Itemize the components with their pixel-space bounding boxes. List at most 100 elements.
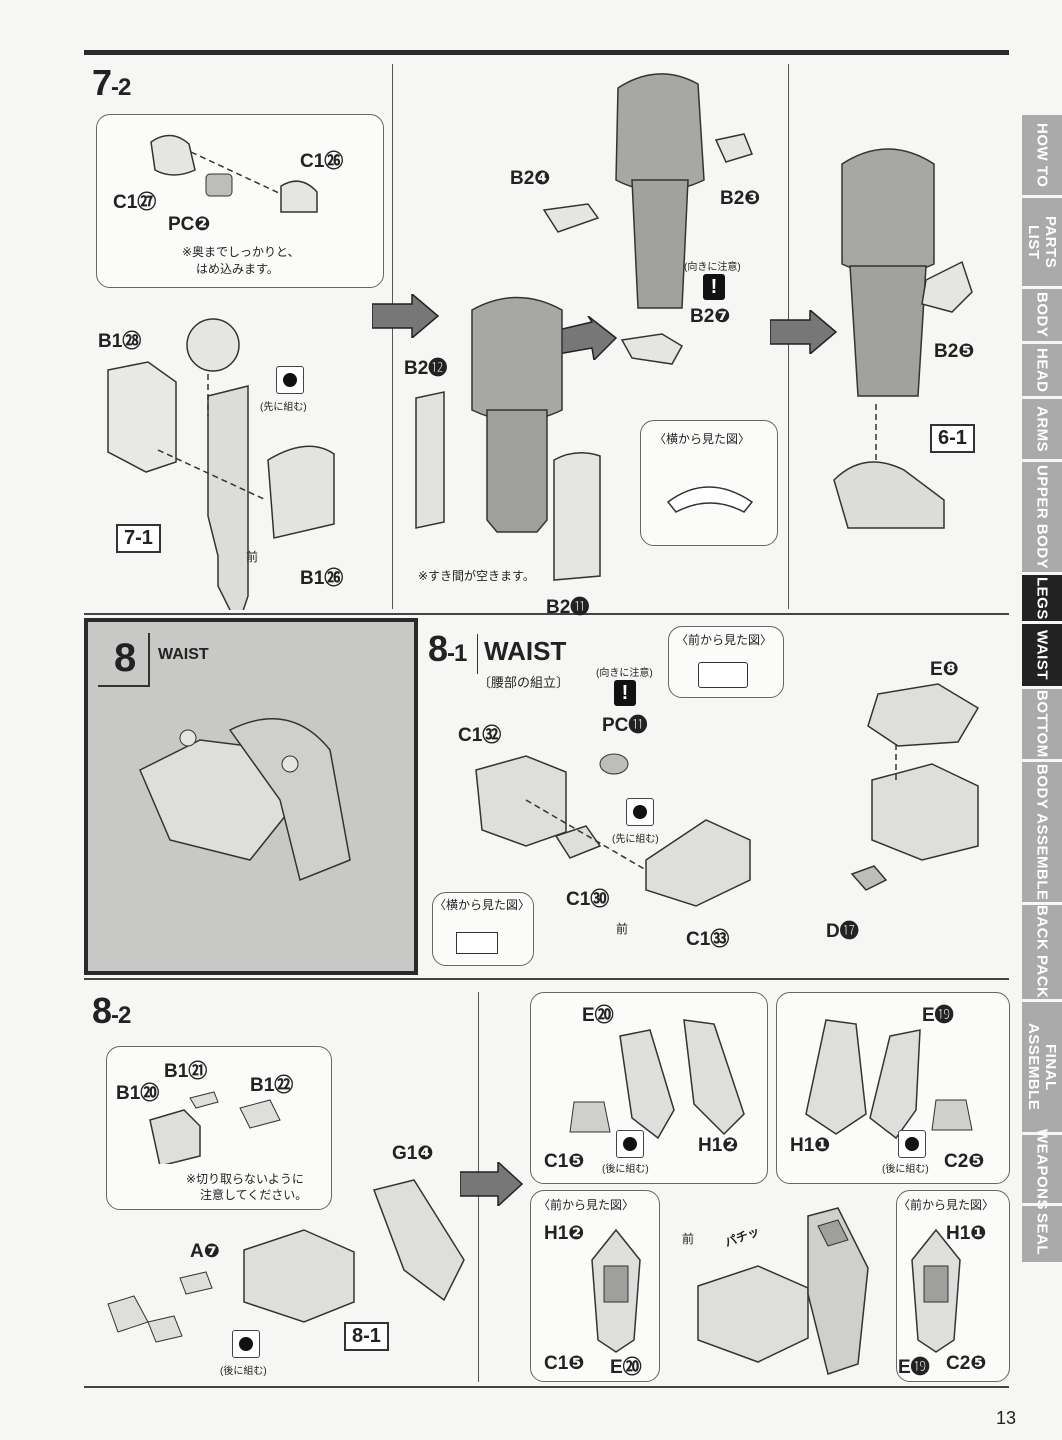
- label-d-17: D⓱: [826, 921, 859, 942]
- sidebar-tab-5[interactable]: UPPER BODY: [1022, 462, 1062, 572]
- waist-preview-illustration: [139, 718, 351, 882]
- title-divider: [477, 634, 478, 674]
- label-b1-26: B1㉖: [300, 568, 344, 589]
- sidebar-tab-7[interactable]: WAIST: [1022, 624, 1062, 686]
- sidebar-tab-4[interactable]: ARMS: [1022, 399, 1062, 459]
- label-c1-26: C1㉖: [300, 151, 344, 172]
- label-b2-11: B2⓫: [546, 597, 590, 618]
- step-8-1-subtitle: 〔腰部の組立〕: [478, 675, 570, 690]
- waist-parts-illustration: [475, 753, 751, 907]
- sidebar-tab-6[interactable]: LEGS: [1022, 575, 1062, 621]
- note-insert: ※奥までしっかりと、: [182, 245, 300, 259]
- flow-arrow-icon: [558, 316, 618, 360]
- sticker-icon: [626, 798, 654, 826]
- step-number-8: 8: [114, 636, 136, 680]
- label-c1-33: C1㉝: [686, 929, 730, 950]
- label-e-19-b: E⓳: [898, 1357, 930, 1378]
- head-pivot-illustration: [150, 134, 318, 213]
- leg-assembly-illustration: [415, 296, 601, 581]
- label-b1-20: B1⑳: [116, 1083, 160, 1104]
- front-view-left-illustration: [591, 1228, 641, 1353]
- note-assemble-after: (後に組む): [220, 1366, 267, 1377]
- label-c2-5: C2❺: [944, 1151, 985, 1172]
- side-view-bubble: [640, 420, 778, 546]
- sidebar-tab-13[interactable]: SEAL: [1022, 1206, 1062, 1262]
- label-h1-1-b: H1❶: [946, 1223, 987, 1244]
- label-pc-11: PC⓫: [602, 715, 648, 736]
- waist-armor-illustration: [107, 1179, 465, 1343]
- sidebar-tab-1[interactable]: PARTS LIST: [1022, 198, 1062, 286]
- sidebar-tab-12[interactable]: WEAPONS: [1022, 1129, 1062, 1210]
- note-cut: ※切り取らないように: [186, 1172, 304, 1186]
- note-assemble-first: (先に組む): [260, 402, 307, 413]
- label-b1-21: B1㉑: [164, 1061, 208, 1082]
- front-view-right-illustration: [911, 1228, 961, 1353]
- left-armor-illustration: [569, 1019, 745, 1140]
- detail-bubble-8-2: [106, 1046, 332, 1210]
- waist-final-illustration: [697, 1207, 869, 1375]
- note-assemble-first-8-1: (先に組む): [612, 834, 659, 845]
- label-c1-5-b: C1❺: [544, 1353, 585, 1374]
- leg-complete-illustration: [833, 148, 973, 529]
- sidebar-tab-10[interactable]: BACK PACK: [1022, 905, 1062, 999]
- side-view-part-icon: [456, 932, 498, 954]
- label-c1-5: C1❺: [544, 1151, 585, 1172]
- sidebar-tab-9[interactable]: BODY ASSEMBLE: [1022, 762, 1062, 902]
- label-front-view: 〈前から見た図〉: [676, 633, 773, 647]
- top-rule: [84, 50, 1009, 55]
- ref-box-7-1: 7-1: [116, 524, 161, 553]
- sidebar-tab-11[interactable]: FINAL ASSEMBLE: [1022, 1002, 1062, 1132]
- label-e-20: E⑳: [582, 1005, 614, 1026]
- label-b2-3: B2❸: [720, 188, 761, 209]
- sidebar-tab-2[interactable]: BODY: [1022, 289, 1062, 341]
- label-front-view-right: 〈前から見た図〉: [898, 1198, 995, 1212]
- label-a-7: A❼: [190, 1241, 220, 1262]
- label-c1-30: C1㉚: [566, 889, 610, 910]
- waist-assembled-illustration: [850, 683, 980, 891]
- step-8-title: WAIST: [158, 646, 209, 663]
- label-side-view-8-1: 〈横から見た図〉: [434, 898, 531, 912]
- note-insert-2: はめ込みます。: [196, 262, 279, 276]
- label-b1-22: B1㉒: [250, 1075, 294, 1096]
- label-h1-2: H1❷: [698, 1135, 739, 1156]
- ref-box-8-1: 8-1: [344, 1322, 389, 1351]
- label-c1-27: C1㉗: [113, 192, 157, 213]
- divider-8-1-8-2: [84, 978, 1009, 980]
- front-view-part-icon: [698, 662, 748, 688]
- step-8-1-title: WAIST: [484, 636, 567, 666]
- sticker-icon: [898, 1130, 926, 1158]
- label-e-19: E⓳: [922, 1005, 954, 1026]
- panel-divider: [392, 64, 393, 609]
- label-e-8: E❽: [930, 659, 959, 680]
- bottom-rule: [84, 1386, 1009, 1388]
- sidebar-tab-0[interactable]: HOW TO: [1022, 115, 1062, 195]
- leg-frame-illustration: [107, 318, 335, 610]
- label-h1-2-b: H1❷: [544, 1223, 585, 1244]
- sticker-icon: [232, 1330, 260, 1358]
- label-front-8-2: 前: [682, 1232, 695, 1246]
- label-b1-28: B1㉘: [98, 331, 142, 352]
- leg-upper-illustration: [542, 73, 753, 365]
- step-number-7-2: 7-2: [92, 62, 131, 103]
- divider-7-8: [84, 613, 1009, 615]
- label-side-view: 〈横から見た図〉: [654, 432, 751, 446]
- label-g1-4: G1❹: [392, 1143, 434, 1164]
- caution-icon: !: [703, 274, 725, 300]
- label-front-8-1: 前: [616, 922, 629, 936]
- sidebar-tab-8[interactable]: BOTTOM: [1022, 689, 1062, 759]
- label-pc-2: PC❷: [168, 214, 211, 235]
- label-b2-7: B2❼: [690, 306, 731, 327]
- sticker-icon: [616, 1130, 644, 1158]
- caution-icon: !: [614, 680, 636, 706]
- flow-arrow-icon: [372, 294, 440, 338]
- label-b2-5: B2❺: [934, 341, 975, 362]
- note-cut-2: 注意してください。: [200, 1188, 308, 1202]
- caution-text-8-1: (向きに注意): [596, 668, 653, 679]
- label-e-20-b: E⑳: [610, 1357, 642, 1378]
- label-b2-4: B2❹: [510, 168, 551, 189]
- page-number: 13: [995, 1408, 1016, 1428]
- small-parts-illustration: [149, 1091, 281, 1164]
- ref-box-6-1: 6-1: [930, 424, 975, 453]
- note-assemble-after-3: (後に組む): [882, 1164, 929, 1175]
- sidebar-tab-3[interactable]: HEAD: [1022, 344, 1062, 396]
